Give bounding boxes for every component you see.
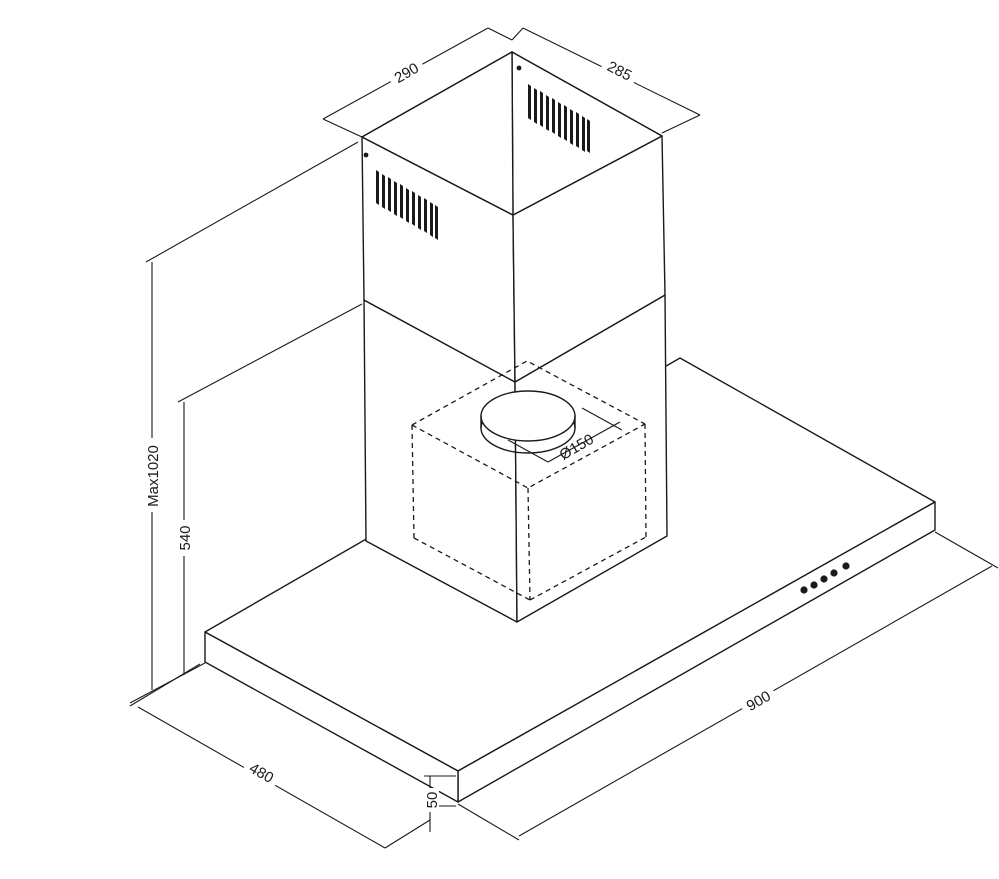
screw-left-icon [363,152,369,158]
vent-slot [394,181,397,216]
dim-50-label: 50 [424,792,441,809]
vent-slot [430,202,433,237]
motor-box-edge [411,423,646,489]
dim-540-label: 540 [177,525,194,550]
vent-slot [540,91,543,127]
dim-hood-depth: 480 [129,662,431,849]
vent-slot [528,84,531,120]
vent-slot [406,188,409,223]
vent-slot [570,109,573,145]
motor-box-edge [529,536,647,601]
vent-slot [376,170,379,205]
dim-max1020-label: Max1020 [145,445,162,507]
vent-slot [382,174,385,209]
vent-slot [587,119,590,153]
upper-chimney-inner-left [361,51,514,216]
vent-slot [412,191,415,226]
canopy-side-face [204,631,459,803]
vent-slot [564,105,567,141]
motor-box-edge [411,424,415,539]
motor-box-edge [413,537,531,601]
dim-hood-thickness: 50 [423,775,456,832]
duct-collar-top [480,390,576,442]
vent-slots-back [528,84,590,153]
duct-collar [480,390,576,454]
motor-box-edge [411,360,646,426]
motor-box-hidden [411,360,647,601]
screw-back-icon [516,65,522,71]
control-button-5 [842,562,850,570]
vent-slots-left [376,170,438,240]
vent-slot [424,198,427,233]
control-button-4 [830,569,838,577]
vent-slot [400,184,403,219]
control-button-1 [800,586,808,594]
vent-slot [576,112,579,148]
vent-slot [418,195,421,230]
vent-slot [388,177,391,212]
vent-slot [435,205,438,240]
vent-slot [582,116,585,152]
motor-box-edge [644,423,647,538]
lower-chimney [363,294,668,623]
control-buttons [800,562,850,594]
vent-slot [534,88,537,124]
vent-slot [552,98,555,134]
motor-box-edge [527,487,531,601]
vent-slot [546,95,549,131]
control-button-2 [810,581,818,589]
vent-slot [558,102,561,138]
control-button-3 [820,575,828,583]
dim-max-height: Max1020 [129,141,359,707]
dim-lower-height: 540 [177,303,363,675]
